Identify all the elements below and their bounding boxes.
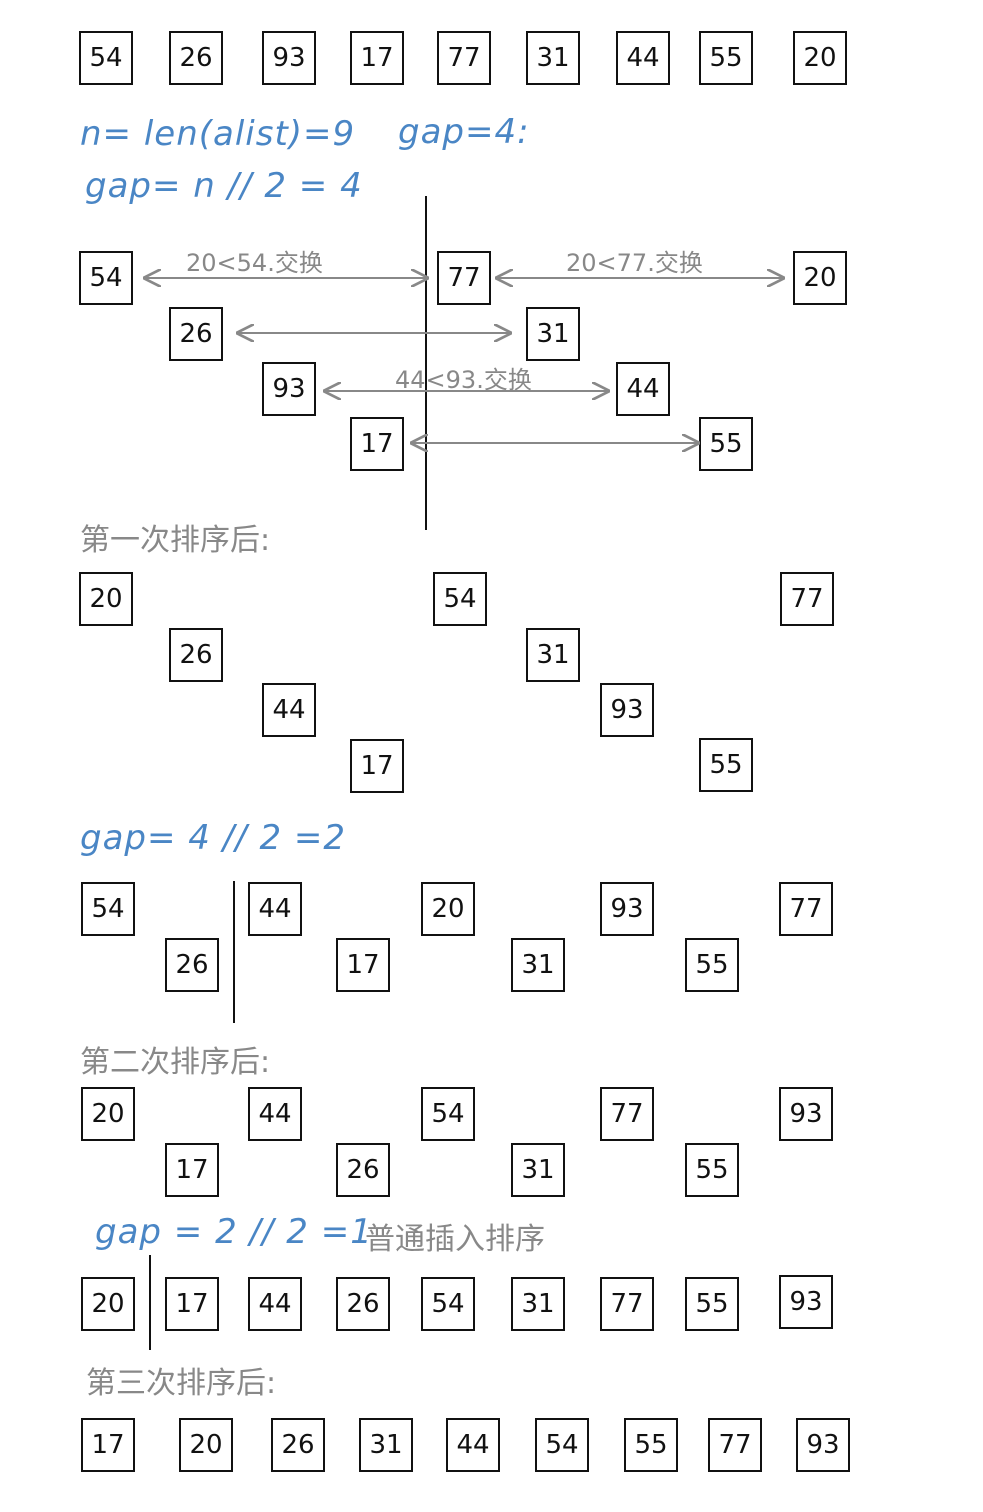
- divider-line: [233, 881, 235, 1023]
- number-box: 55: [624, 1418, 678, 1472]
- number-box: 26: [169, 307, 223, 361]
- number-box: 93: [600, 882, 654, 936]
- gap4-note: gap=4:: [398, 112, 530, 152]
- divider-line: [149, 1255, 151, 1350]
- number-box: 31: [511, 938, 565, 992]
- gap-formula-note: gap= n // 2 = 4: [85, 166, 363, 206]
- number-box: 77: [600, 1087, 654, 1141]
- number-box: 54: [79, 251, 133, 305]
- number-box: 55: [685, 1277, 739, 1331]
- number-box: 44: [248, 1277, 302, 1331]
- number-box: 77: [708, 1418, 762, 1472]
- number-box: 31: [526, 628, 580, 682]
- number-box: 26: [336, 1143, 390, 1197]
- number-box: 26: [271, 1418, 325, 1472]
- number-box: 20: [793, 31, 847, 85]
- number-box: 55: [685, 938, 739, 992]
- number-box: 77: [779, 882, 833, 936]
- number-box: 93: [600, 683, 654, 737]
- number-box: 31: [526, 31, 580, 85]
- number-box: 77: [437, 31, 491, 85]
- gap2-formula-note: gap= 4 // 2 =2: [80, 818, 347, 858]
- number-box: 44: [616, 362, 670, 416]
- number-box: 17: [350, 417, 404, 471]
- number-box: 26: [169, 628, 223, 682]
- gap1-method-note: 普通插入排序: [365, 1222, 545, 1257]
- number-box: 55: [685, 1143, 739, 1197]
- number-box: 44: [616, 31, 670, 85]
- number-box: 54: [535, 1418, 589, 1472]
- number-box: 77: [780, 572, 834, 626]
- divider-line: [425, 196, 427, 530]
- number-box: 77: [600, 1277, 654, 1331]
- number-box: 31: [511, 1143, 565, 1197]
- number-box: 26: [169, 31, 223, 85]
- number-box: 20: [793, 251, 847, 305]
- number-box: 44: [248, 1087, 302, 1141]
- number-box: 17: [336, 938, 390, 992]
- number-box: 44: [446, 1418, 500, 1472]
- n-length-note: n= len(alist)=9: [80, 114, 356, 154]
- number-box: 77: [437, 251, 491, 305]
- number-box: 93: [262, 362, 316, 416]
- number-box: 31: [359, 1418, 413, 1472]
- number-box: 17: [165, 1143, 219, 1197]
- number-box: 31: [511, 1277, 565, 1331]
- number-box: 54: [421, 1277, 475, 1331]
- swap-label: 20<54.交换: [186, 249, 323, 277]
- number-box: 93: [779, 1087, 833, 1141]
- number-box: 93: [262, 31, 316, 85]
- number-box: 54: [433, 572, 487, 626]
- pass2-heading: 第二次排序后:: [80, 1045, 271, 1080]
- number-box: 55: [699, 31, 753, 85]
- number-box: 20: [81, 1087, 135, 1141]
- number-box: 54: [421, 1087, 475, 1141]
- swap-label: 20<77.交换: [566, 249, 703, 277]
- number-box: 54: [81, 882, 135, 936]
- number-box: 55: [699, 738, 753, 792]
- number-box: 20: [421, 882, 475, 936]
- number-box: 44: [262, 683, 316, 737]
- number-box: 20: [81, 1277, 135, 1331]
- number-box: 93: [796, 1418, 850, 1472]
- number-box: 20: [179, 1418, 233, 1472]
- number-box: 93: [779, 1275, 833, 1329]
- number-box: 17: [81, 1418, 135, 1472]
- pass1-heading: 第一次排序后:: [80, 523, 271, 558]
- number-box: 20: [79, 572, 133, 626]
- number-box: 31: [526, 307, 580, 361]
- number-box: 17: [350, 739, 404, 793]
- swap-label: 44<93.交换: [395, 366, 532, 394]
- number-box: 55: [699, 417, 753, 471]
- number-box: 17: [350, 31, 404, 85]
- number-box: 54: [79, 31, 133, 85]
- number-box: 44: [248, 882, 302, 936]
- pass3-heading: 第三次排序后:: [86, 1366, 277, 1401]
- number-box: 17: [165, 1277, 219, 1331]
- gap1-formula-note: gap = 2 // 2 =1: [95, 1212, 373, 1252]
- number-box: 26: [336, 1277, 390, 1331]
- number-box: 26: [165, 938, 219, 992]
